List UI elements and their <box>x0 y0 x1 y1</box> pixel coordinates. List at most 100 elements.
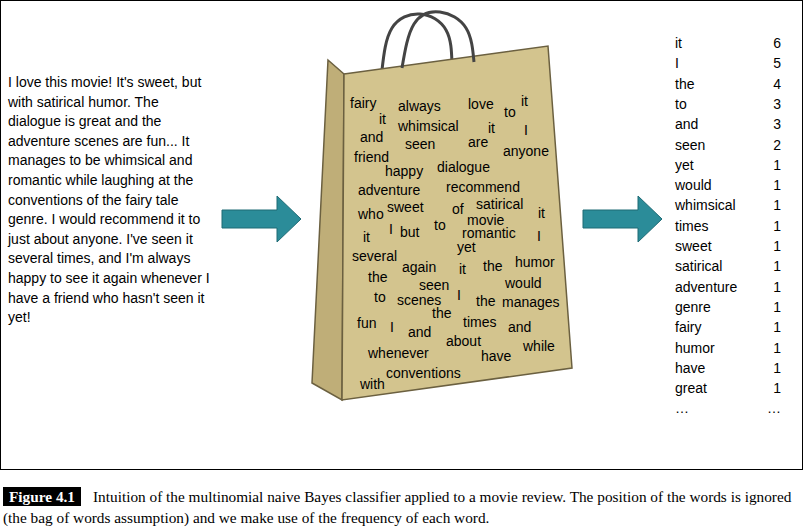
bag-word: anyone <box>503 143 549 159</box>
bag-word: romantic <box>462 225 516 241</box>
bag-word: adventure <box>358 182 420 198</box>
word-count: 1 <box>751 360 781 377</box>
bag-word: to <box>434 217 446 233</box>
word-cell: fairy <box>675 319 701 336</box>
word-count: 3 <box>751 96 781 113</box>
word-cell: it <box>675 35 682 52</box>
flow-arrow <box>583 196 662 242</box>
word-cell: have <box>675 360 705 377</box>
bag-word: the <box>476 293 495 309</box>
word-count: … <box>751 400 781 417</box>
word-count: 1 <box>751 299 781 316</box>
word-count: 3 <box>751 116 781 133</box>
bag-word: fun <box>357 315 376 331</box>
bag-word: I <box>389 221 393 237</box>
bag-word: whimsical <box>398 118 459 134</box>
bag-word: recommend <box>446 179 520 195</box>
review-text: I love this movie! It's sweet, but with … <box>8 73 211 328</box>
figure-frame <box>1 1 803 470</box>
bag-word: conventions <box>386 365 461 381</box>
word-count: 1 <box>751 380 781 397</box>
word-cell: adventure <box>675 279 737 296</box>
bag-word: would <box>505 275 542 291</box>
bag-word: to <box>374 289 386 305</box>
caption: Intuition of the multinomial naive Bayes… <box>3 488 791 526</box>
word-cell: times <box>675 218 708 235</box>
word-count: 2 <box>751 137 781 154</box>
bag-word: friend <box>354 149 389 165</box>
bag-word: manages <box>502 294 560 310</box>
word-cell: yet <box>675 157 694 174</box>
bag-word: several <box>352 248 397 264</box>
bag-handle <box>402 12 474 68</box>
bag-word: the <box>483 258 502 274</box>
word-cell: seen <box>675 137 705 154</box>
bag-word: with <box>360 376 385 392</box>
word-cell: … <box>675 400 689 417</box>
bag-word: humor <box>515 254 555 270</box>
bag-word: who <box>358 206 384 222</box>
word-count: 1 <box>751 238 781 255</box>
word-cell: would <box>675 177 712 194</box>
word-count: 1 <box>751 279 781 296</box>
bag-word: seen <box>419 277 449 293</box>
bag-word: it <box>521 93 528 109</box>
word-count: 1 <box>751 197 781 214</box>
word-cell: great <box>675 380 707 397</box>
bag-word: it <box>363 229 370 245</box>
bag-word: and <box>408 324 431 340</box>
bag-word: about <box>446 333 481 349</box>
word-count: 4 <box>751 76 781 93</box>
bag-word: to <box>504 104 516 120</box>
word-cell: I <box>675 55 679 72</box>
bag-word: dialogue <box>437 159 490 175</box>
bag-word: I <box>457 287 461 303</box>
word-cell: satirical <box>675 258 722 275</box>
bag-word: of <box>452 201 464 217</box>
bag-word: satirical <box>476 196 523 212</box>
word-cell: sweet <box>675 238 712 255</box>
bag-word: again <box>402 259 436 275</box>
bag-front <box>342 46 572 400</box>
caption-block: Figure 4.1Intuition of the multinomial n… <box>3 486 800 528</box>
bag-word: whenever <box>368 345 429 361</box>
word-cell: humor <box>675 340 715 357</box>
flow-arrow <box>222 196 301 242</box>
bag-side <box>312 60 344 400</box>
word-cell: the <box>675 76 694 93</box>
bag-word: and <box>360 129 383 145</box>
bag-word: I <box>524 122 528 138</box>
word-count: 5 <box>751 55 781 72</box>
word-cell: whimsical <box>675 197 736 214</box>
word-count: 1 <box>751 319 781 336</box>
word-count: 1 <box>751 340 781 357</box>
bag-word: happy <box>385 163 423 179</box>
bag-word: it <box>488 120 495 136</box>
bag-word: times <box>463 314 496 330</box>
word-count: 1 <box>751 177 781 194</box>
bag-word: it <box>459 261 466 277</box>
bag-word: it <box>538 205 545 221</box>
bag-word: fairy <box>350 95 376 111</box>
word-count: 6 <box>751 35 781 52</box>
figure-number: Figure 4.1 <box>3 487 81 506</box>
word-count: 1 <box>751 218 781 235</box>
bag-word: always <box>398 98 441 114</box>
word-cell: and <box>675 116 698 133</box>
bag-word: I <box>390 319 394 335</box>
word-cell: to <box>675 96 687 113</box>
bag-word: the <box>432 305 451 321</box>
bag-word: while <box>523 338 555 354</box>
bag-word: yet <box>457 239 476 255</box>
bag-word: but <box>400 224 419 240</box>
bag-word: I <box>537 228 541 244</box>
word-cell: genre <box>675 299 711 316</box>
bag-word: are <box>468 134 488 150</box>
bag-word: seen <box>405 136 435 152</box>
bag-word: it <box>379 111 386 127</box>
bag-word: have <box>481 348 511 364</box>
word-count: 1 <box>751 258 781 275</box>
bag-word: sweet <box>387 199 424 215</box>
word-count: 1 <box>751 157 781 174</box>
bag-word: love <box>468 96 494 112</box>
